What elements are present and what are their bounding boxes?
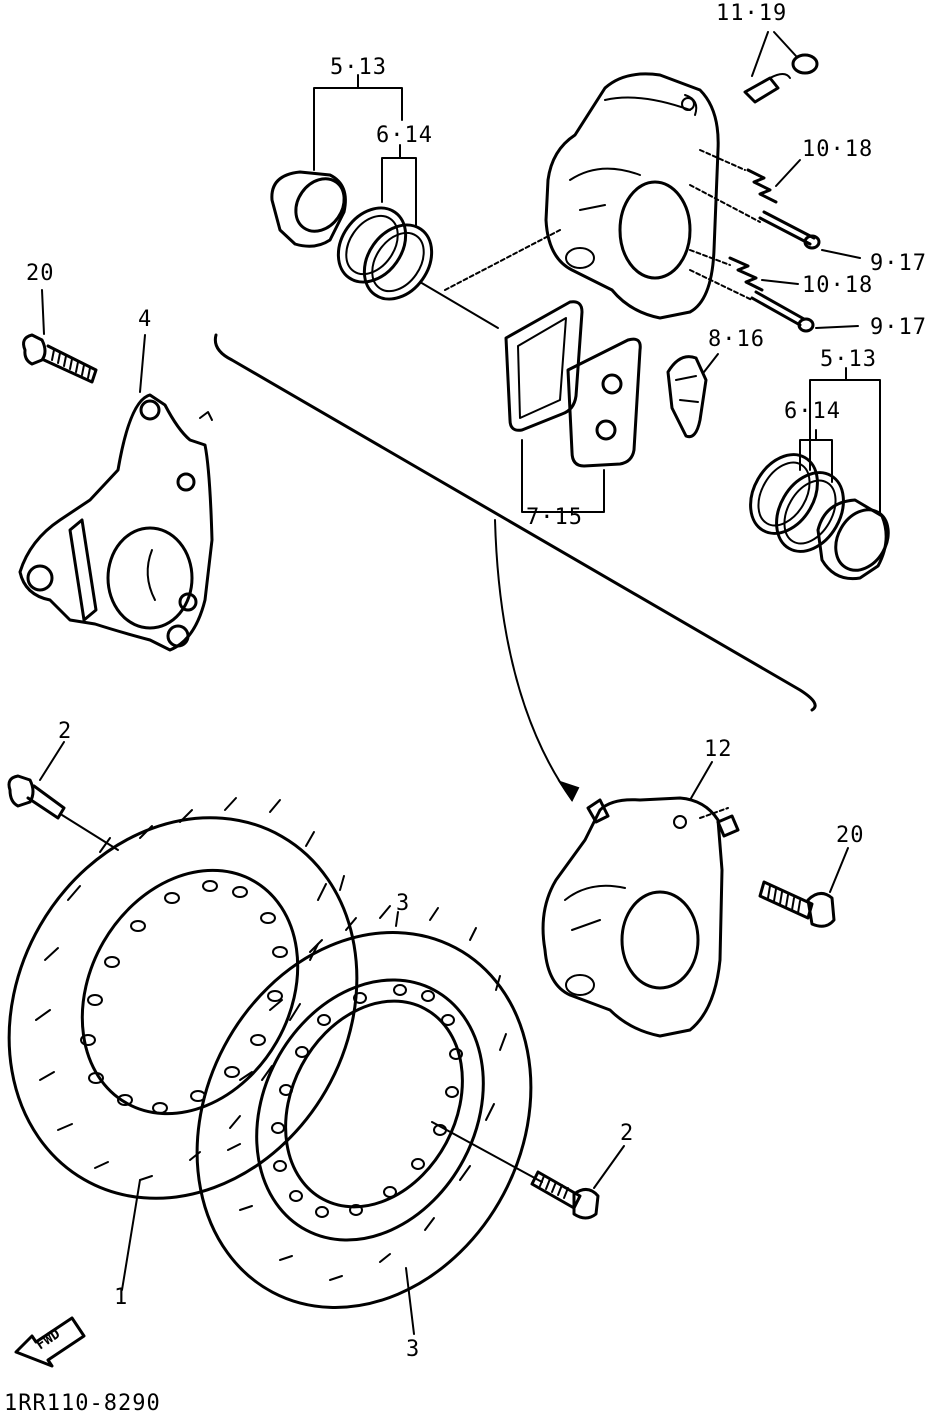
right-pistons-and-seals: [749, 367, 890, 581]
callout-20-top: 20: [26, 261, 55, 286]
callout-9-17-a: 9·17: [870, 251, 927, 276]
pad-clip: [666, 353, 719, 439]
callout-10-18-b: 10·18: [802, 273, 873, 298]
brake-pads: [504, 300, 642, 523]
callout-1: 1: [114, 1285, 128, 1310]
bolt-2-left: [7, 741, 66, 820]
upper-caliper-body: [544, 72, 720, 320]
pad-springs-and-pins: [728, 159, 861, 333]
callout-3-bottom: 3: [406, 1337, 420, 1362]
callout-9-17-b: 9·17: [870, 315, 927, 340]
disc-3: [195, 905, 533, 1335]
upper-pistons-and-seals: [270, 74, 434, 301]
bolt-2-right: [530, 1145, 625, 1220]
callout-3-top: 3: [396, 891, 410, 916]
callout-12: 12: [704, 737, 733, 762]
callout-5-13-top: 5·13: [330, 55, 387, 80]
disc-1: [7, 797, 359, 1291]
bleed-screw: [743, 31, 819, 104]
callout-6-14-right: 6·14: [784, 399, 841, 424]
forward-arrow: FWD: [14, 1316, 86, 1368]
callout-7-15: 7·15: [526, 505, 583, 530]
bolt-20-left: [22, 289, 98, 384]
caliper-4: [18, 334, 214, 652]
callout-labels: 11·19 5·13 6·14 10·18 9·17 10·18 9·17 20…: [4, 1, 927, 1416]
leader-lines: [61, 149, 817, 1183]
callout-10-18-a: 10·18: [802, 137, 873, 162]
callout-4: 4: [138, 307, 152, 332]
callout-11-19: 11·19: [716, 1, 787, 26]
caliper-12: [541, 761, 740, 1038]
callout-20-right: 20: [836, 823, 865, 848]
callout-2-right: 2: [620, 1121, 634, 1146]
diagram-code: 1RR110-8290: [4, 1391, 161, 1416]
fwd-label: FWD: [33, 1326, 63, 1353]
callout-6-14-top: 6·14: [376, 123, 433, 148]
bolt-20-right: [758, 847, 849, 928]
callout-8-16: 8·16: [708, 327, 765, 352]
callout-5-13-right: 5·13: [820, 347, 877, 372]
callout-2-left: 2: [58, 719, 72, 744]
